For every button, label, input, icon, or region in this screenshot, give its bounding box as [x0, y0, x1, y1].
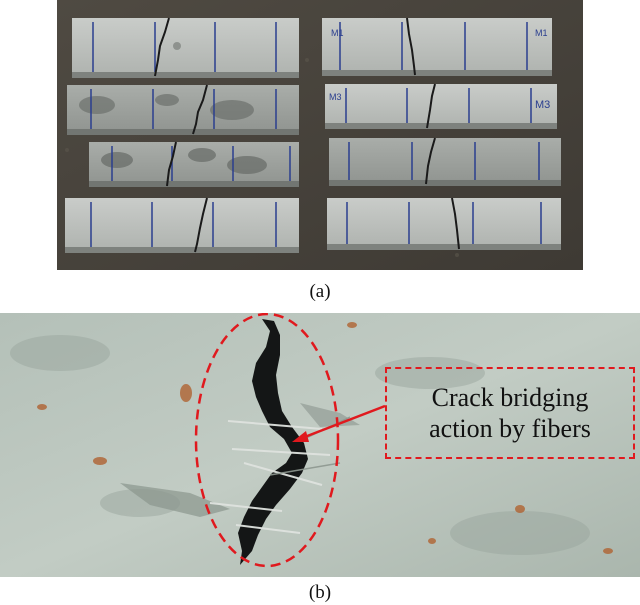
caption-b: (b) — [308, 582, 332, 603]
specimen-label-right: M1 — [535, 28, 548, 38]
rust-stains — [37, 322, 613, 554]
specimens-photo-svg: M1 M1 M3 M3 — [57, 0, 583, 270]
specimen-left-3 — [89, 141, 299, 187]
specimen-right-3 — [329, 137, 561, 186]
bridging-fibers — [209, 420, 331, 534]
specimen-left-1 — [72, 17, 299, 78]
crack — [238, 319, 308, 565]
specimens-photo: M1 M1 M3 M3 — [57, 0, 583, 270]
crack-closeup-photo — [0, 313, 640, 577]
annotation-line-1: Crack bridging — [431, 383, 589, 412]
annotation-arrow — [292, 404, 386, 442]
specimen-right-4 — [327, 197, 561, 250]
caption-a: (a) — [309, 281, 331, 302]
specimen-label-left: M1 — [331, 28, 344, 38]
specimen-left-2 — [67, 84, 299, 135]
annotation-box: Crack bridging action by fibers — [385, 367, 635, 459]
crack-closeup-svg — [0, 313, 640, 577]
specimen-label-m3: M3 — [535, 99, 550, 111]
specimen-left-4 — [65, 197, 299, 253]
crack-highlight-ellipse — [194, 313, 340, 568]
specimen-right-1: M1 M1 — [322, 17, 552, 76]
specimen-right-2: M3 M3 — [325, 83, 557, 129]
specimen-label-m3-left: M3 — [329, 92, 342, 102]
annotation-line-2: action by fibers — [429, 414, 591, 443]
